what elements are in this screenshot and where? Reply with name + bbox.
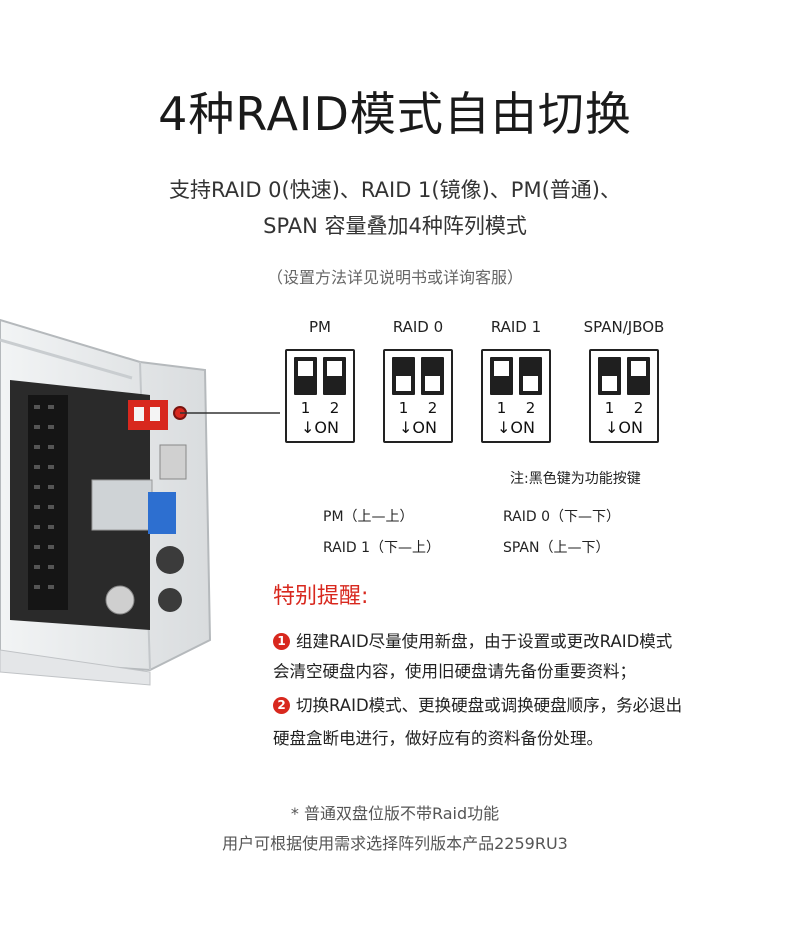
switch-label-raid0: RAID 0	[392, 318, 444, 336]
dip-switch-pm: 1 2 ↓ON	[285, 349, 355, 443]
switch-number-2: 2	[525, 399, 536, 417]
switch-number-1: 1	[398, 399, 409, 417]
warning-item-2-cont: 硬盘盒断电进行，做好应有的资料备份处理。	[273, 729, 603, 748]
switch-key	[327, 361, 342, 376]
dip-switch-span: 1 2 ↓ON	[589, 349, 659, 443]
switch-label-span: SPAN/JBOB	[583, 318, 665, 336]
bullet-number-2: 2	[273, 697, 290, 714]
switch-key	[396, 376, 411, 391]
warning-item-2: 2 切换RAID模式、更换硬盘或调换硬盘顺序，务必退出	[273, 692, 682, 716]
switch-number-2: 2	[329, 399, 340, 417]
footer-note-2: 用户可根据使用需求选择阵列版本产品2259RU3	[222, 834, 568, 853]
switch-on-label: ↓ON	[497, 418, 535, 437]
switch-key	[298, 361, 313, 376]
mode-pm: PM（上—上）	[323, 509, 414, 525]
switch-on-label: ↓ON	[605, 418, 643, 437]
mode-span: SPAN（上—下）	[503, 540, 610, 556]
switch-legend: 注:黑色键为功能按键	[510, 471, 641, 487]
setup-note: （设置方法详见说明书或详询客服）	[266, 268, 523, 287]
warning-title: 特别提醒:	[273, 584, 369, 609]
switch-number-1: 1	[604, 399, 615, 417]
switch-number-1: 1	[300, 399, 311, 417]
mode-raid0: RAID 0（下—下）	[503, 509, 621, 525]
switch-key	[602, 376, 617, 391]
switch-label-pm: PM	[309, 318, 331, 336]
dip-switch-raid1: 1 2 ↓ON	[481, 349, 551, 443]
switch-number-1: 1	[496, 399, 507, 417]
switch-key	[631, 361, 646, 376]
switch-on-label: ↓ON	[399, 418, 437, 437]
warning-item-1: 1 组建RAID尽量使用新盘，由于设置或更改RAID模式	[273, 628, 672, 652]
dip-switch-raid0: 1 2 ↓ON	[383, 349, 453, 443]
switch-number-2: 2	[633, 399, 644, 417]
subtitle-line-1: 支持RAID 0(快速)、RAID 1(镜像)、PM(普通)、	[169, 178, 621, 202]
pointer-line	[180, 412, 280, 414]
footer-note-1: * 普通双盘位版不带Raid功能	[290, 804, 500, 823]
product-image	[0, 318, 212, 686]
warning-item-1-cont: 会清空硬盘内容，使用旧硬盘请先备份重要资料；	[273, 662, 636, 681]
warning-text: 切换RAID模式、更换硬盘或调换硬盘顺序，务必退出	[296, 696, 683, 715]
switch-key	[425, 376, 440, 391]
switch-number-2: 2	[427, 399, 438, 417]
page-title: 4种RAID模式自由切换	[158, 87, 632, 141]
subtitle-line-2: SPAN 容量叠加4种阵列模式	[263, 214, 527, 238]
switch-on-label: ↓ON	[301, 418, 339, 437]
mode-raid1: RAID 1（下—上）	[323, 540, 441, 556]
warning-text: 组建RAID尽量使用新盘，由于设置或更改RAID模式	[296, 632, 673, 651]
switch-label-raid1: RAID 1	[490, 318, 542, 336]
switch-key	[494, 361, 509, 376]
bullet-number-1: 1	[273, 633, 290, 650]
switch-key	[523, 376, 538, 391]
